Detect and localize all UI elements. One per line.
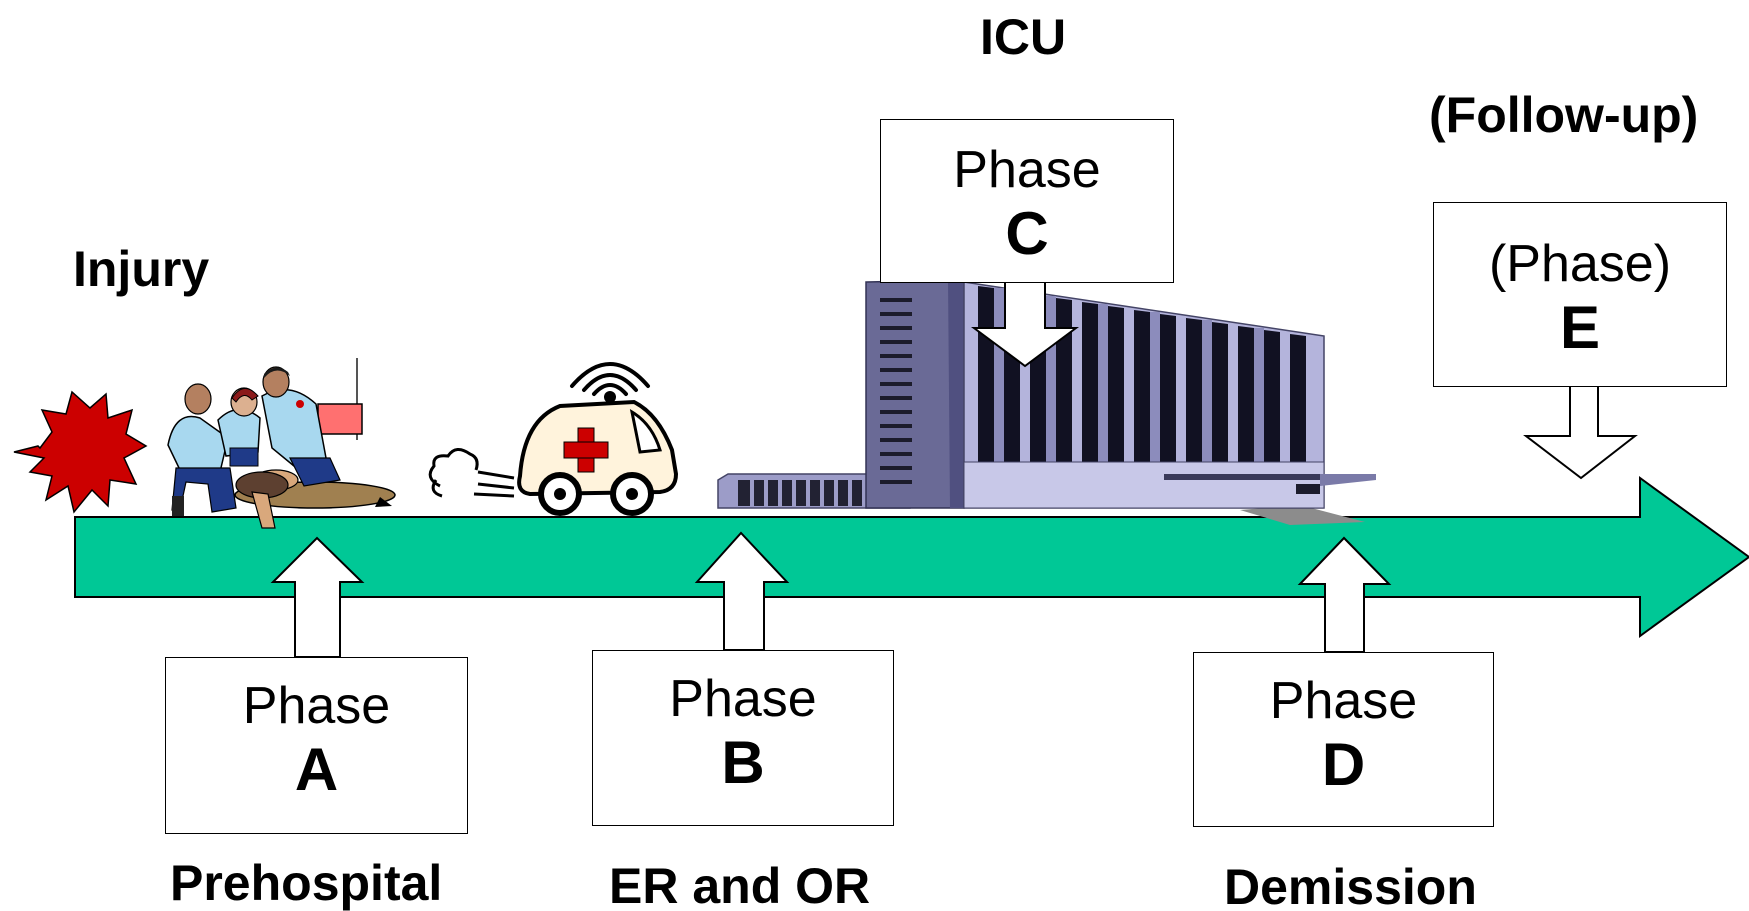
phase-c-letter: C [1005, 200, 1049, 267]
phase-d-box: Phase D [1193, 652, 1494, 827]
follow-up-label: (Follow-up) [1429, 87, 1699, 143]
phase-e-box: (Phase) E [1433, 202, 1727, 387]
phase-b-word: Phase [669, 670, 817, 728]
phase-c-word: Phase [953, 141, 1101, 199]
phase-e-arrow [1523, 385, 1638, 480]
starburst-icon [13, 390, 148, 514]
paramedics-cpr-illustration [167, 358, 396, 529]
demission-label: Demission [1224, 859, 1477, 911]
phase-b-box: Phase B [592, 650, 894, 826]
phase-e-word: (Phase) [1488, 235, 1672, 293]
phase-d-word: Phase [1269, 672, 1418, 730]
phase-c-box: Phase C [880, 119, 1174, 283]
icu-label: ICU [980, 9, 1067, 65]
phase-a-box: Phase A [165, 657, 468, 834]
phase-e-letter: E [1559, 294, 1601, 361]
phase-a-word: Phase [242, 677, 391, 735]
prehospital-label: Prehospital [170, 855, 443, 911]
ambulance-icon [428, 362, 679, 516]
phase-c-arrow [970, 281, 1080, 368]
hospital-building-illustration [717, 279, 1376, 525]
phase-b-letter: B [721, 729, 765, 796]
phase-b-arrow [694, 531, 790, 651]
phase-d-letter: D [1321, 731, 1366, 798]
phase-a-letter: A [294, 736, 339, 803]
phase-a-arrow [270, 536, 365, 658]
injury-label: Injury [73, 241, 210, 297]
phase-d-arrow [1297, 536, 1392, 653]
er-or-label: ER and OR [609, 858, 871, 911]
